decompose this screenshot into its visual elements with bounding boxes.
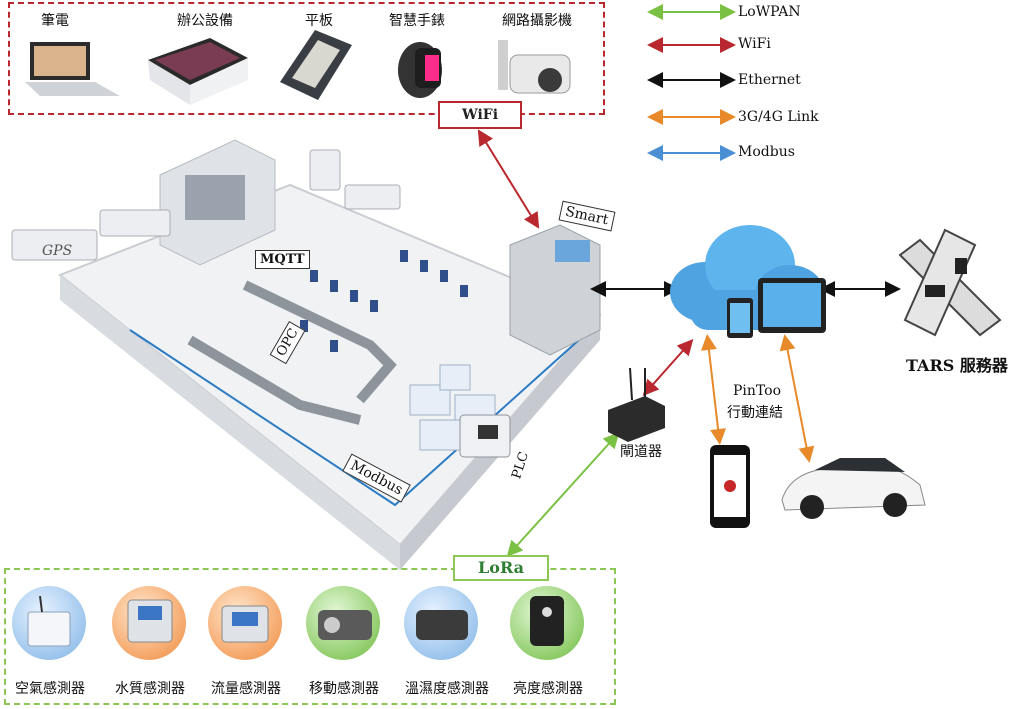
temp-humidity-sensor-label: 溫濕度感測器 — [405, 681, 489, 697]
tablet-icon — [280, 30, 352, 100]
webcam-label: 網路攝影機 — [502, 13, 572, 29]
laptop-label: 筆電 — [41, 13, 69, 29]
smartwatch-icon — [398, 42, 442, 98]
car-icon — [781, 458, 926, 519]
lora-sensor-group — [4, 568, 616, 705]
gateway-icon — [608, 367, 665, 442]
wifi-link-arrow — [477, 129, 540, 229]
wifi-device-group — [8, 2, 605, 115]
motion-sensor-label: 移動感測器 — [309, 681, 379, 697]
phone-icon — [710, 445, 750, 528]
tablet-label: 平板 — [305, 13, 333, 29]
water-sensor-label: 水質感測器 — [115, 681, 185, 697]
pintoo-line2: 行動連結 — [727, 405, 783, 421]
office-equipment-icon — [148, 38, 248, 105]
lora-group-tag: LoRa — [453, 555, 549, 581]
link-cloud-phone-arrow — [700, 334, 727, 445]
webcam-icon — [498, 40, 571, 94]
cloud-icon — [670, 225, 826, 338]
mqtt-label: MQTT — [255, 250, 310, 269]
server-icon — [898, 228, 1002, 337]
light-sensor-label: 亮度感測器 — [513, 681, 583, 697]
pintoo-line1: PinToo — [733, 383, 782, 399]
legend-modbus-label: Modbus — [738, 144, 795, 160]
legend-lowpan-label: LoWPAN — [738, 4, 801, 20]
wifi-group-tag: WiFi — [438, 101, 522, 129]
factory-illustration — [11, 139, 602, 570]
gps-label: GPS — [42, 243, 73, 259]
legend-wifi-label: WiFi — [738, 36, 771, 52]
legend-link-label: 3G/4G Link — [738, 109, 819, 125]
flow-sensor-label: 流量感測器 — [211, 681, 281, 697]
laptop-icon — [25, 42, 120, 96]
lora-gateway-sensors-arrow — [506, 432, 620, 557]
server-label: TARS 服務器 — [906, 356, 1008, 375]
legend-ethernet-label: Ethernet — [738, 72, 801, 88]
wifi-gateway-cloud-arrow — [642, 339, 694, 396]
smartwatch-label: 智慧手錶 — [389, 13, 445, 29]
office-equipment-label: 辦公設備 — [177, 13, 233, 29]
air-sensor-label: 空氣感測器 — [15, 681, 85, 697]
link-cloud-car-arrow — [779, 334, 815, 463]
gateway-label: 閘道器 — [620, 444, 662, 460]
